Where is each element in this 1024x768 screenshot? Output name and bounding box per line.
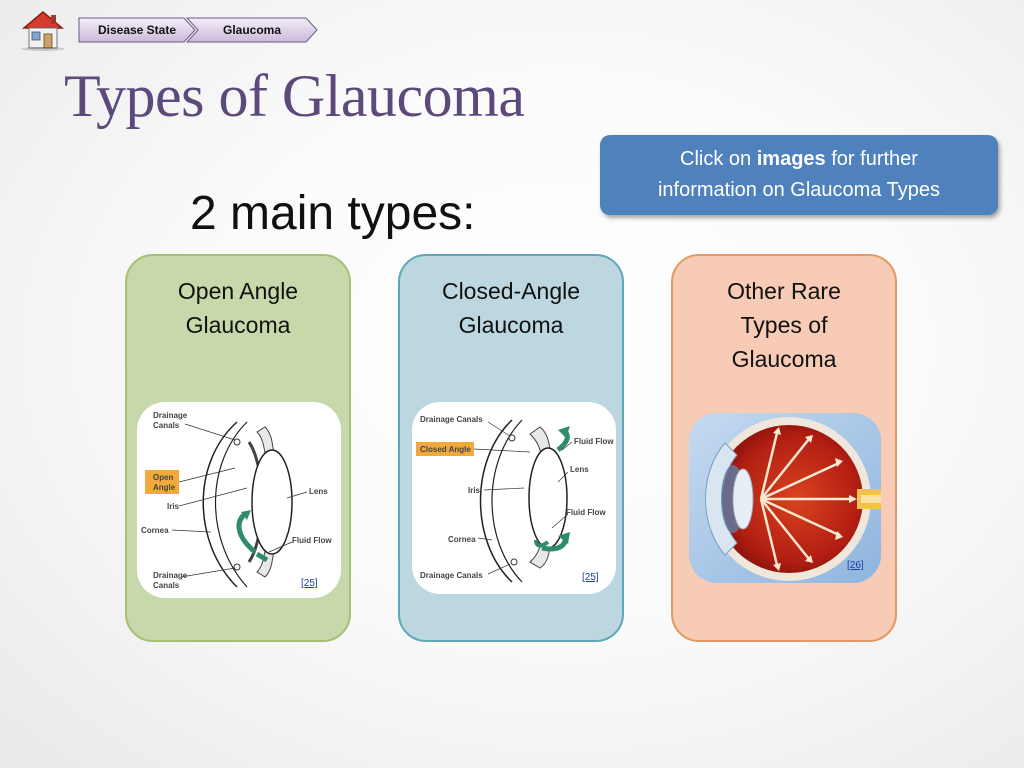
card-label: Closed-Angle Glaucoma <box>441 278 581 338</box>
diagram-label: Canals <box>153 581 180 590</box>
citation-link[interactable]: [25] <box>582 572 599 583</box>
open-angle-diagram-image[interactable]: Drainage Canals Open Angle Iris Lens Cor… <box>137 402 341 598</box>
diagram-label: Lens <box>570 465 589 474</box>
breadcrumb-label: Disease State <box>97 23 177 37</box>
card-other-rare-glaucoma: Other Rare Types of Glaucoma <box>671 254 897 642</box>
diagram-label: Lens <box>309 487 328 496</box>
breadcrumb-item-glaucoma[interactable]: Glaucoma <box>186 17 318 43</box>
diagram-label: Angle <box>153 483 176 492</box>
closed-angle-diagram-image[interactable]: Drainage Canals Closed Angle Fluid Flow … <box>412 402 616 594</box>
subtitle: 2 main types: <box>190 187 476 240</box>
diagram-label: Fluid Flow <box>292 536 332 545</box>
diagram-label: Canals <box>153 421 180 430</box>
diagram-label: Drainage <box>153 411 188 420</box>
diagram-label: Cornea <box>141 526 169 535</box>
page-title: Types of Glaucoma <box>64 63 525 129</box>
citation-link[interactable]: [25] <box>301 578 318 589</box>
card-open-angle-glaucoma: Open Angle Glaucoma <box>125 254 351 642</box>
card-label: Open Angle Glaucoma <box>177 278 299 338</box>
diagram-label: Fluid Flow <box>574 437 614 446</box>
eyeball-cross-section-icon <box>689 413 881 583</box>
info-line-1: Click on images for further <box>680 148 918 170</box>
diagram-label: Cornea <box>448 535 476 544</box>
home-button[interactable] <box>18 8 68 52</box>
card-closed-angle-glaucoma: Closed-Angle Glaucoma Dra <box>398 254 624 642</box>
eye-anatomy-diagram-icon: Drainage Canals Open Angle Iris Lens Cor… <box>141 411 332 590</box>
breadcrumb-label: Glaucoma <box>222 23 282 37</box>
diagram-label: Closed Angle <box>420 445 471 454</box>
eye-anatomy-diagram-icon: Drainage Canals Closed Angle Fluid Flow … <box>416 415 614 583</box>
diagram-label: Drainage <box>153 571 188 580</box>
eye-cross-section-image[interactable]: [26] <box>689 413 881 583</box>
breadcrumb-item-disease-state[interactable]: Disease State <box>78 17 196 43</box>
diagram-label: Drainage Canals <box>420 571 483 580</box>
house-icon <box>21 11 65 51</box>
card-label: Other Rare Types of Glaucoma <box>727 278 841 372</box>
diagram-label: Fluid Flow <box>566 508 606 517</box>
diagram-label: Drainage Canals <box>420 415 483 424</box>
diagram-label: Iris <box>167 502 180 511</box>
diagram-label: Open <box>153 473 174 482</box>
diagram-label: Iris <box>468 486 481 495</box>
info-callout-button[interactable]: Click on images for further information … <box>600 135 998 215</box>
citation-link[interactable]: [26] <box>847 560 864 571</box>
info-line-2: information on Glaucoma Types <box>657 179 940 201</box>
